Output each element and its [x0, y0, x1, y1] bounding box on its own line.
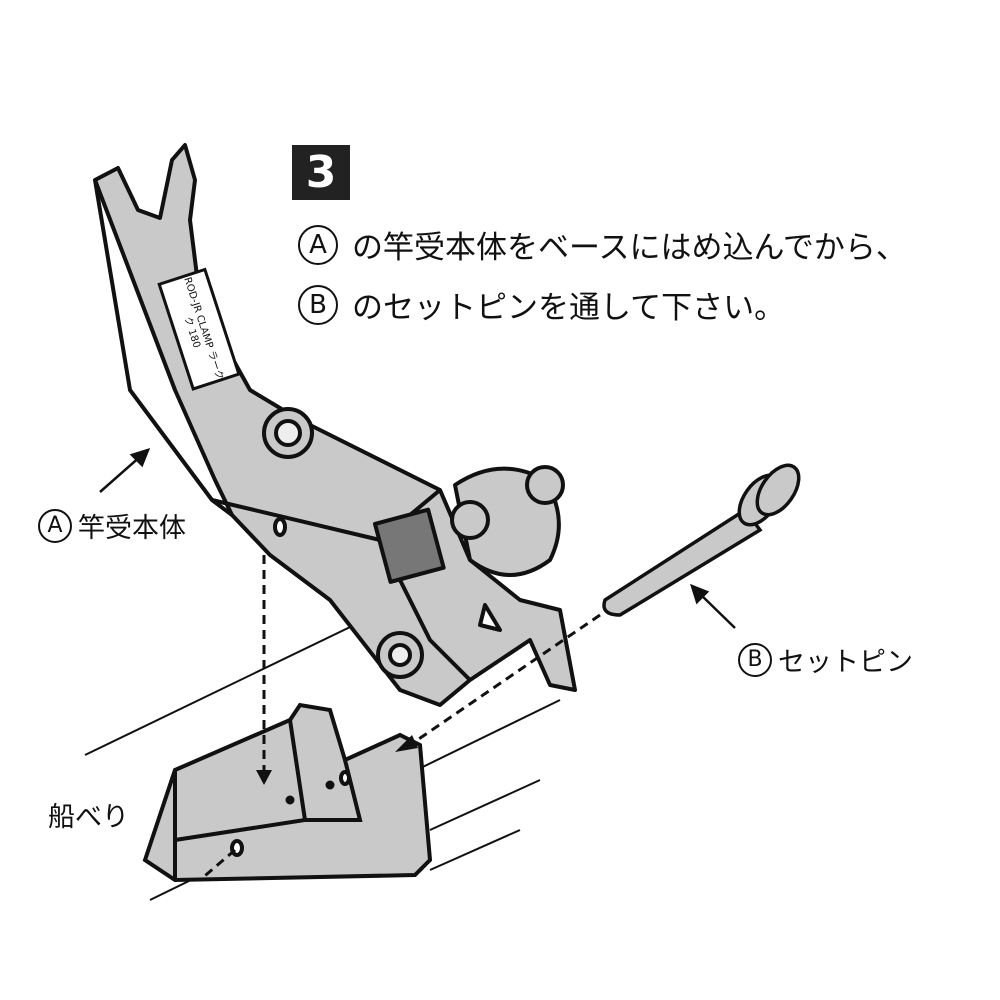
assembly-guide-lines: [199, 555, 601, 882]
marker-a-circle: A: [38, 508, 72, 543]
label-set-pin-text: セットピン: [778, 647, 913, 678]
marker-b-circle: B: [738, 642, 772, 677]
instruction-line-1: A の竿受本体をベースにはめ込んでから、: [298, 222, 907, 267]
label-rod-holder-text: 竿受本体: [78, 513, 186, 544]
instruction-line-2: B のセットピンを通して下さい。: [298, 282, 785, 327]
instruction-text-1: の竿受本体をベースにはめ込んでから、: [352, 230, 907, 266]
step-number-badge: 3: [292, 145, 350, 200]
product-sticker: [157, 267, 241, 391]
label-gunwale: 船べり: [48, 802, 129, 833]
base-mount: [142, 702, 433, 883]
set-pin: [602, 463, 801, 617]
guide-arrowheads: [256, 735, 418, 785]
rod-holder-body: [93, 143, 577, 707]
marker-a-circle: A: [298, 224, 338, 265]
label-rod-holder: A 竿受本体: [38, 506, 186, 545]
instruction-text-2: のセットピンを通して下さい。: [352, 290, 786, 326]
marker-b-circle: B: [298, 284, 338, 325]
label-set-pin: B セットピン: [738, 640, 913, 679]
pointer-arrows: [99, 448, 736, 629]
